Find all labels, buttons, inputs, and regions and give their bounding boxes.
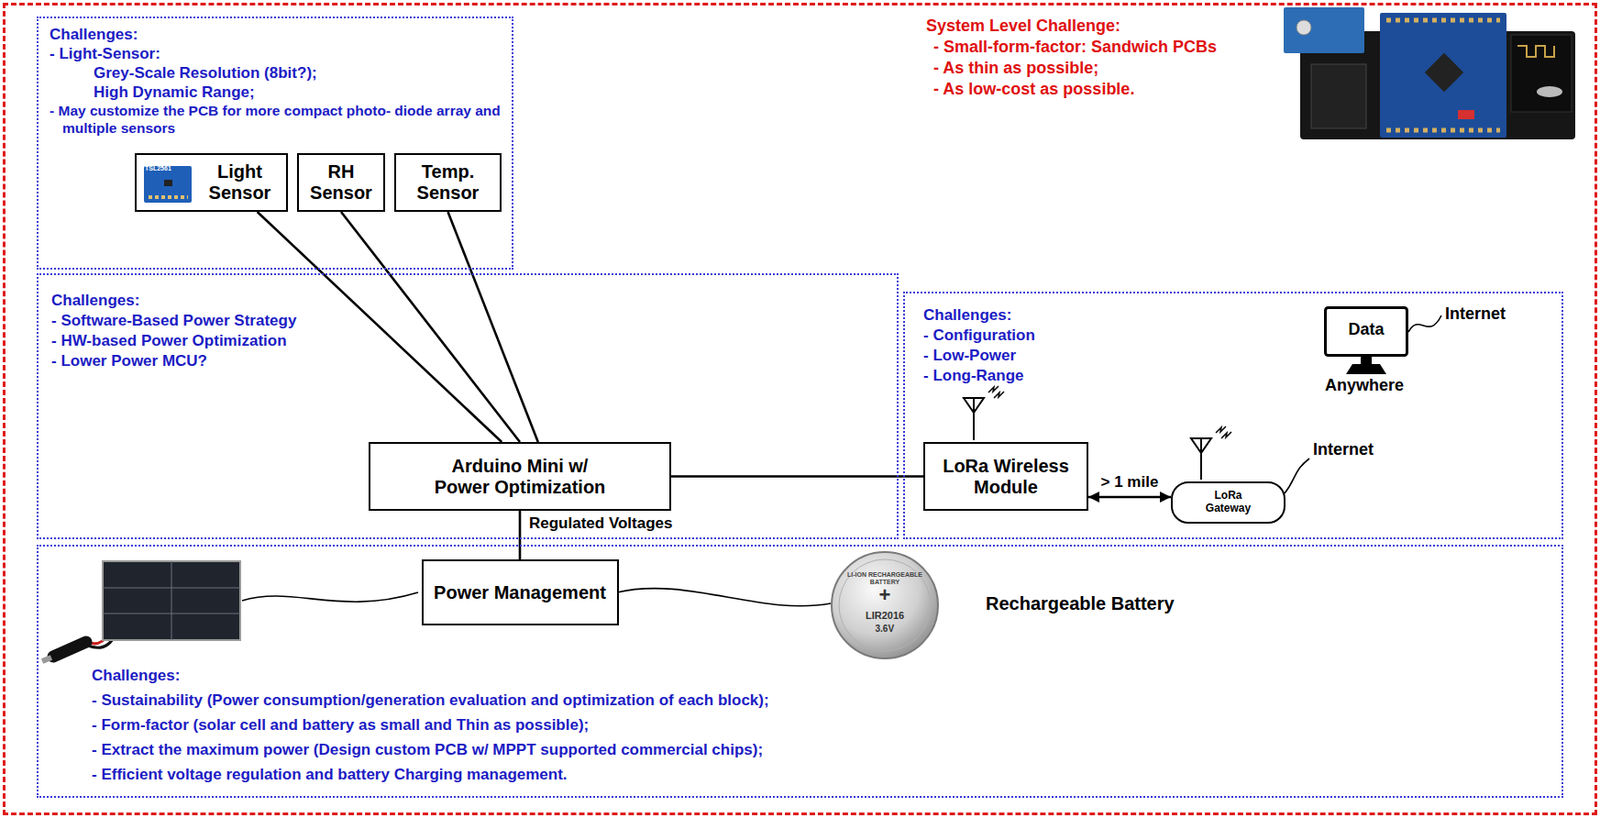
power-wire (617, 588, 831, 607)
solar-cell (102, 561, 241, 640)
component-box: Power Management (421, 559, 619, 626)
note-label: 3.6V (875, 623, 895, 635)
challenge-region: Challenges: - Sustainability (Power consu… (36, 544, 1564, 798)
reset-button (1457, 110, 1475, 120)
box-text: Power Management (433, 582, 607, 604)
challenge-text: - Low-Power (923, 346, 1016, 365)
header-pins (148, 195, 188, 199)
challenge-text: - Efficient voltage regulation and batte… (91, 765, 568, 784)
antenna (963, 397, 984, 441)
gateway-text: LoRa Gateway (1199, 489, 1258, 516)
pin-row (1386, 18, 1501, 23)
component-box: Arduino Mini w/ Power Optimization (368, 441, 672, 511)
box-text: Arduino Mini w/ Power Optimization (376, 455, 664, 498)
connector (1088, 496, 1171, 499)
component-box: LoRa Wireless Module (923, 441, 1089, 511)
pcb-photo (1283, 7, 1576, 140)
note-label: Rechargeable Battery (985, 592, 1175, 615)
challenge-text: - Form-factor (solar cell and battery as… (91, 716, 589, 735)
crystal (1536, 86, 1563, 98)
note-label: Internet (1445, 304, 1506, 325)
monitor-base (1346, 364, 1387, 375)
microphone (1296, 20, 1312, 35)
monitor-icon: Data (1324, 306, 1409, 375)
note-label: TSL2561 (144, 165, 172, 173)
system-challenge-text: System Level Challenge: (926, 16, 1121, 37)
challenge-text: - Extract the maximum power (Design cust… (91, 740, 763, 760)
challenge-text: - Long-Range (923, 366, 1025, 386)
connector-label: Regulated Voltages (527, 514, 675, 533)
note-label: + (879, 583, 892, 607)
box-text: Temp. Sensor (402, 161, 495, 204)
challenge-text: - Software-Based Power Strategy (51, 311, 297, 331)
dc-plug (53, 641, 87, 657)
connector-label: > 1 mile (1099, 473, 1161, 492)
challenge-text: Challenges: (923, 306, 1012, 325)
challenge-text: - May customize the PCB for more compact… (49, 102, 508, 137)
monitor-neck (1360, 355, 1372, 365)
note-label: Internet (1313, 440, 1374, 461)
system-challenge-text: - As low-cost as possible. (933, 79, 1135, 100)
component-box: Light Sensor (134, 153, 288, 212)
system-challenge-text: - As thin as possible; (933, 58, 1099, 79)
challenge-text: - Lower Power MCU? (51, 352, 208, 371)
cell-grid (102, 561, 241, 640)
sensor-board (143, 165, 192, 203)
pcb-part (1311, 64, 1367, 129)
pin-row (1386, 128, 1501, 133)
internet-wire (1408, 315, 1442, 332)
component-box: RH Sensor (297, 153, 386, 212)
challenge-text: Challenges: (51, 291, 140, 310)
connector (518, 510, 522, 560)
plug-tip (42, 657, 52, 662)
box-text: Light Sensor (199, 161, 281, 204)
solar-panel (42, 561, 241, 662)
battery-body (831, 551, 938, 659)
challenge-region: Challenges:- Configuration- Low-Power- L… (903, 291, 1564, 540)
sensor-board (1283, 7, 1365, 54)
challenge-text: Challenges: (49, 25, 138, 45)
signal-mark (1215, 426, 1232, 439)
challenge-region: Challenges:- Software-Based Power Strate… (36, 273, 899, 540)
challenge-text: Challenges: (91, 666, 180, 685)
challenge-text: - Sustainability (Power consumption/gene… (91, 691, 770, 710)
monitor-text: Data (1324, 320, 1409, 340)
antenna-trace (1517, 45, 1555, 57)
arduino-board (1379, 12, 1507, 138)
challenge-text: - HW-based Power Optimization (51, 331, 287, 351)
challenge-region: Challenges:- Light-Sensor:Grey-Scale Res… (36, 16, 514, 270)
battery-rim (838, 559, 931, 652)
challenge-text: High Dynamic Range; (93, 83, 255, 102)
gateway-box: LoRa Gateway (1170, 481, 1286, 524)
mcu-chip (1424, 53, 1464, 92)
note-label: LIR2016 (865, 609, 905, 622)
system-challenge-text: - Small-form-factor: Sandwich PCBs (933, 37, 1217, 58)
signal-mark (988, 386, 1005, 398)
radio-module (1511, 34, 1572, 112)
sensor-chip (164, 179, 173, 187)
antenna (1191, 438, 1212, 480)
connector (448, 211, 539, 442)
challenge-text: - Configuration (923, 326, 1036, 345)
challenge-text: Grey-Scale Resolution (8bit?); (93, 64, 318, 83)
monitor-outline (1324, 306, 1409, 375)
note-label: Anywhere (1324, 375, 1404, 397)
connector (671, 474, 924, 478)
component-box: Temp. Sensor (394, 153, 502, 212)
internet-wire (1284, 458, 1310, 494)
power-wire (242, 592, 419, 602)
coin-battery (831, 551, 938, 659)
challenge-text: - Light-Sensor: (49, 44, 161, 64)
box-text: RH Sensor (305, 161, 378, 204)
box-text: LoRa Wireless Module (931, 455, 1082, 498)
